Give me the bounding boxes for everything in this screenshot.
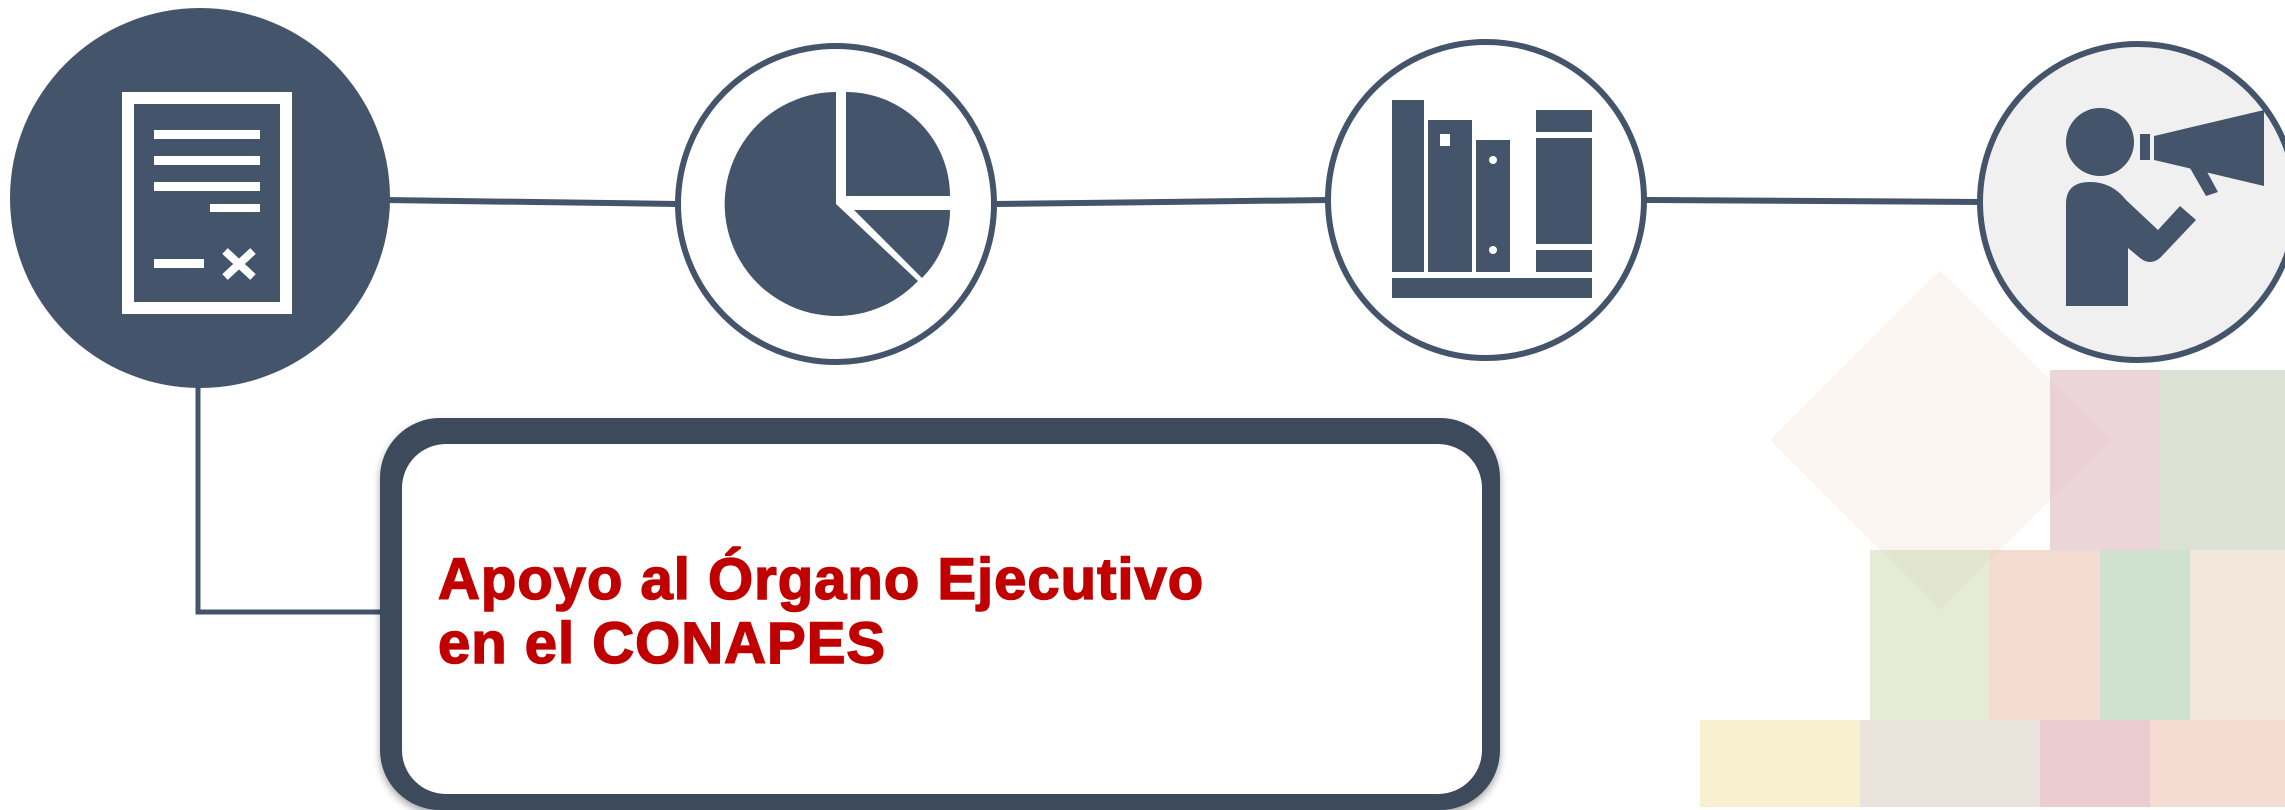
connector-line-1-2 — [384, 197, 679, 207]
step-2-circle — [675, 43, 997, 365]
pie-chart-icon — [724, 92, 951, 316]
connector-line-2-3 — [994, 197, 1329, 207]
callout-line-2: en el CONAPES — [437, 611, 887, 677]
callout-line-1: Apoyo al Órgano Ejecutivo — [437, 547, 1205, 613]
callout-box — [402, 444, 1482, 794]
step-4-circle — [1977, 41, 2285, 363]
bookshelf-icon — [1392, 100, 1592, 298]
connector-line-3-4 — [1643, 197, 1983, 205]
megaphone-person-icon — [2066, 108, 2264, 306]
connector-elbow-to-callout — [195, 385, 384, 615]
step-1-circle — [10, 8, 390, 388]
callout-label: Apoyo al Órgano Ejecutivo en el CONAPES — [437, 547, 1438, 677]
step-3-circle — [1325, 39, 1647, 361]
document-icon — [122, 92, 292, 314]
